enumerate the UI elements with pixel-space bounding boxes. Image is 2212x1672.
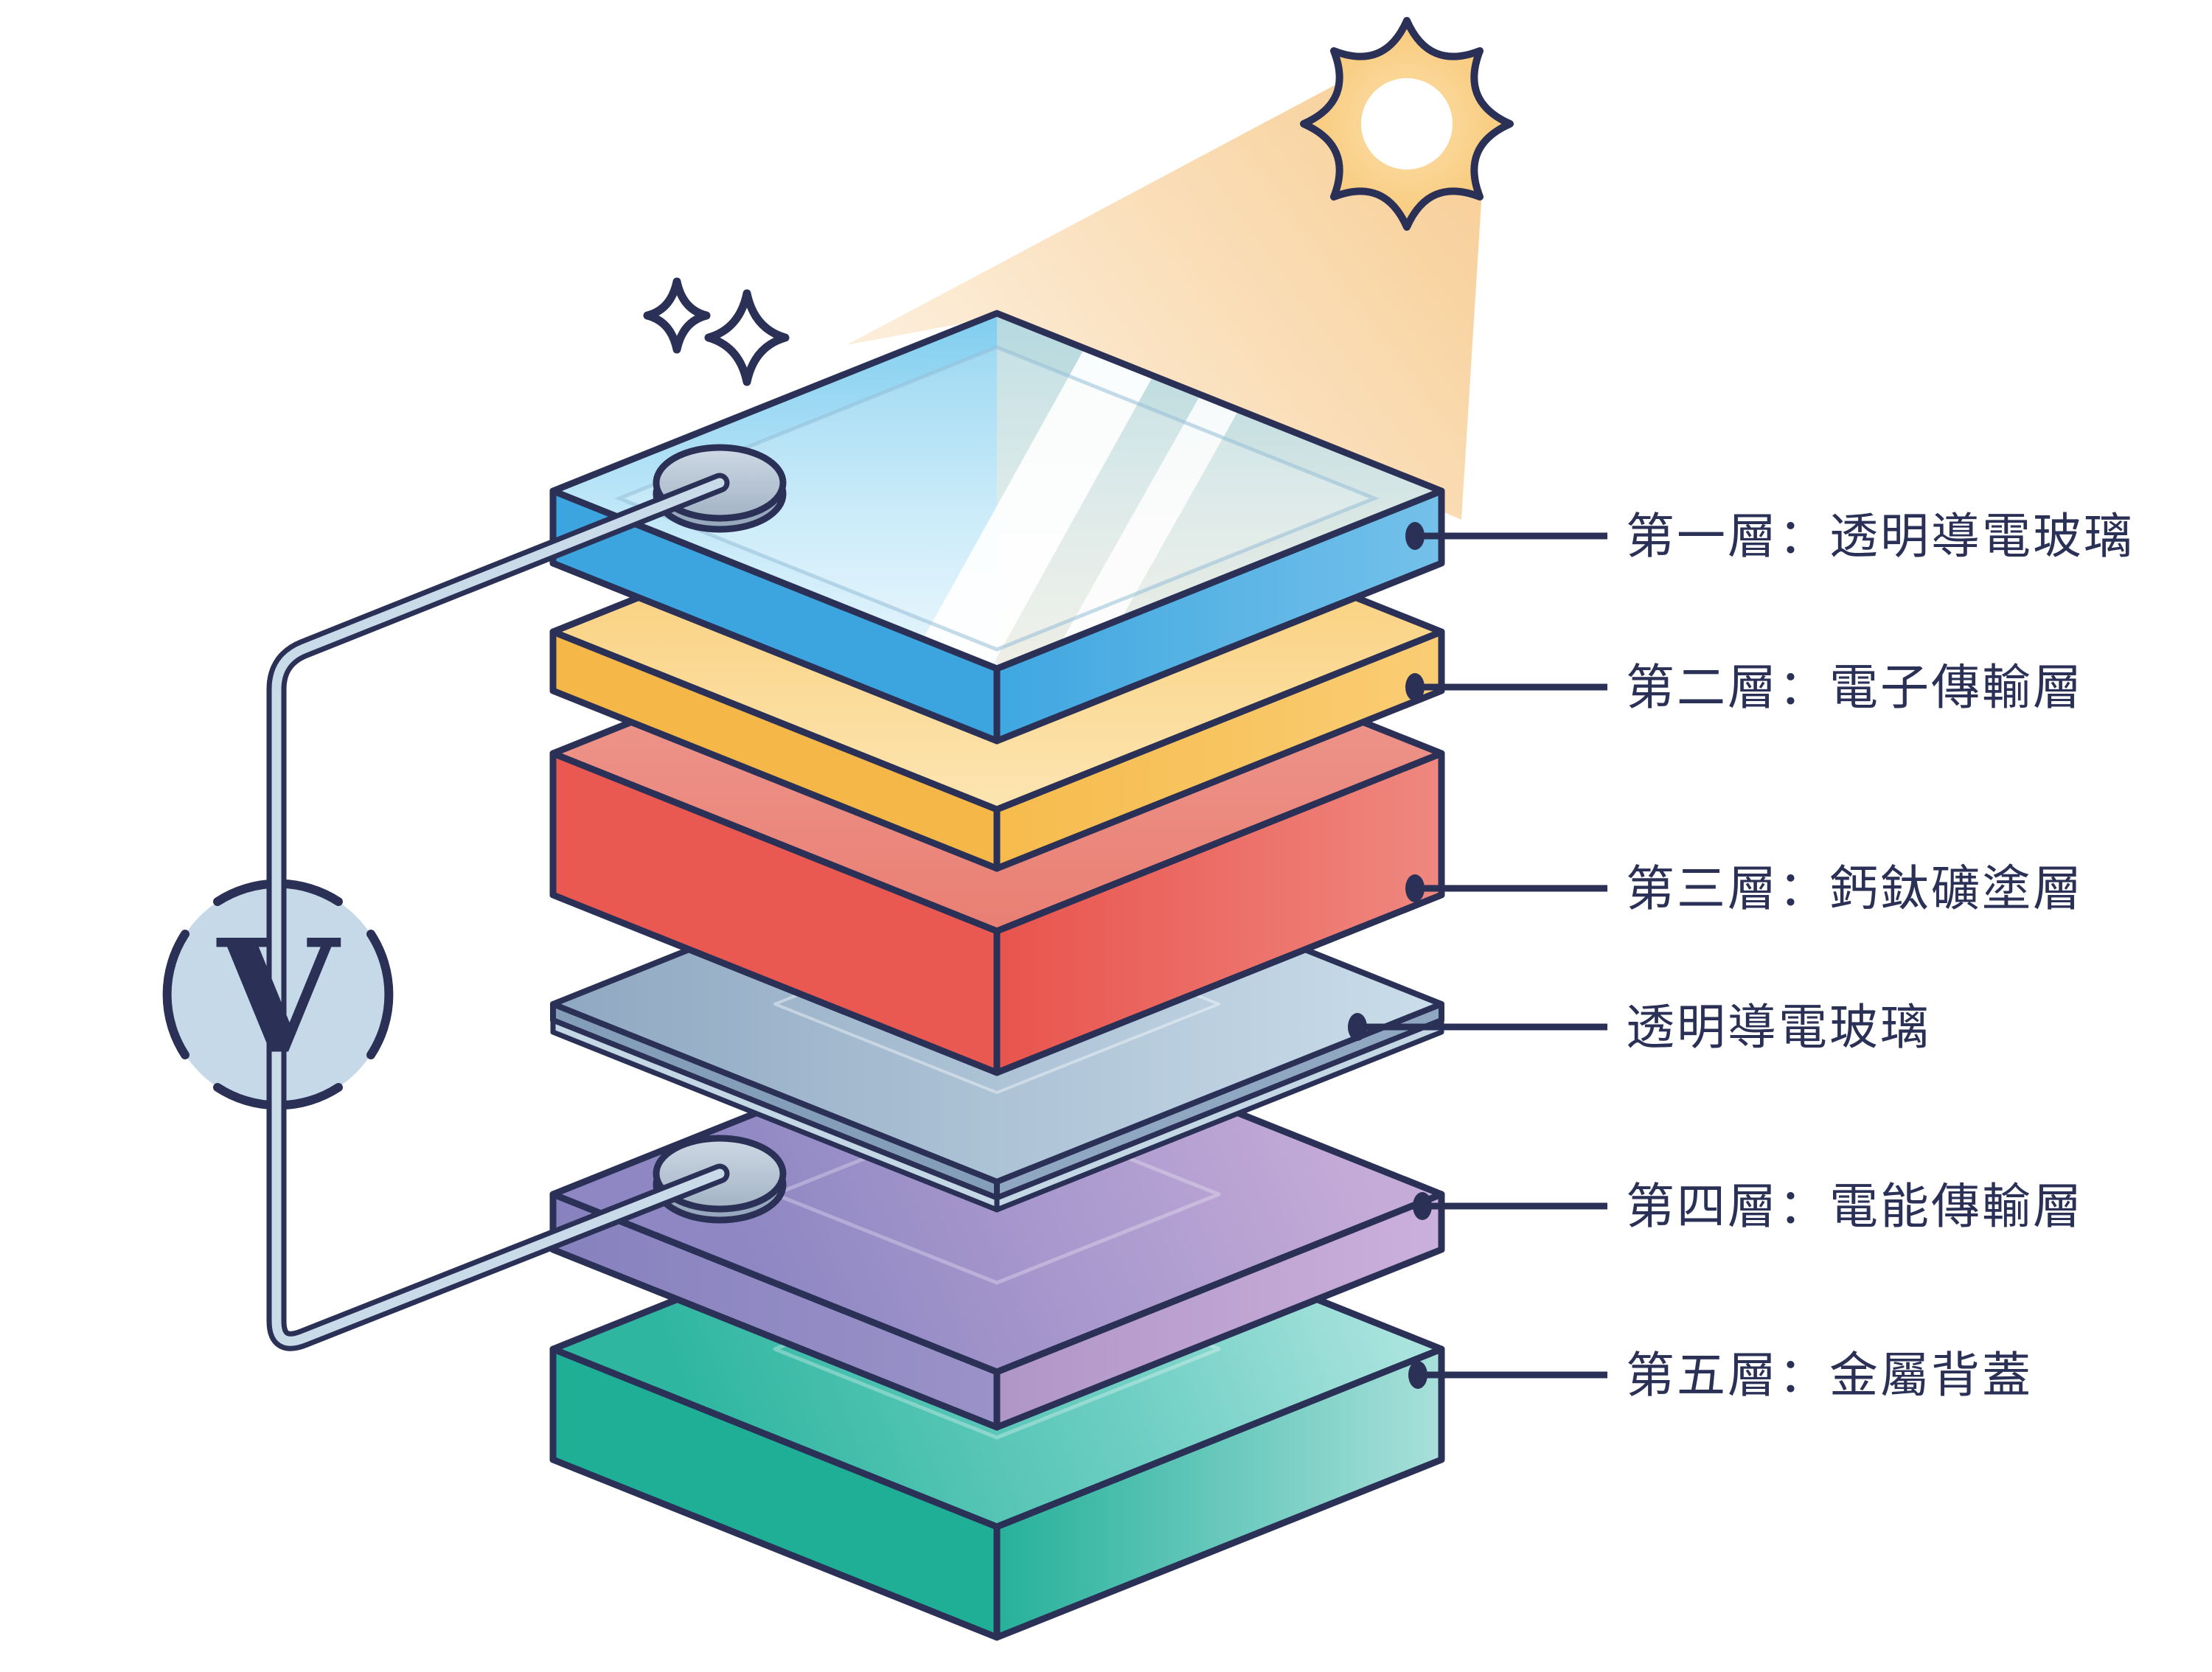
sun-core [1361,78,1453,170]
layer-label-3: 第三層：鈣鈦礦塗層 [1626,861,2084,916]
sparkle-icon-small [643,277,711,354]
layer-label-1: 第一層：透明導電玻璃 [1626,509,2135,563]
layer-5-pane-line [773,1104,1221,1285]
layer-6-right-face [993,1345,1445,1641]
layer-label-4: 透明導電玻璃 [1626,1000,1931,1054]
circuit-wire [266,473,730,1351]
layer-5-right-face [993,1191,1445,1431]
label-dot-1 [1405,522,1425,550]
sun-icon [1300,17,1514,231]
layer-label-6: 第五層：金屬背蓋 [1626,1348,2033,1402]
layer-1-glass-top [549,310,1445,745]
circuit-wire-core [271,478,725,1346]
label-dot-6 [1408,1361,1427,1389]
layer-2-right-face [993,628,1445,872]
sparkle-icon-large [704,289,790,386]
sunlight-beam [846,65,1482,520]
layer-1-reflection-stripe-wide [885,313,1180,669]
label-dots [1348,522,1432,1389]
label-dot-5 [1413,1192,1432,1220]
label-dot-3 [1405,874,1425,902]
label-connectors [1357,532,1607,1379]
label-dot-2 [1405,673,1425,701]
layer-labels: 第一層：透明導電玻璃 第二層：電子傳輸層 第三層：鈣鈦礦塗層 透明導電玻璃 第四… [1626,509,2135,1402]
layer-label-2: 第二層：電子傳輸層 [1626,660,2084,714]
voltmeter-symbol: V [216,905,341,1089]
layer-label-5: 第四層：電能傳輸層 [1626,1179,2084,1233]
label-dot-4 [1348,1013,1367,1041]
layer-3-right-face [993,750,1445,1076]
